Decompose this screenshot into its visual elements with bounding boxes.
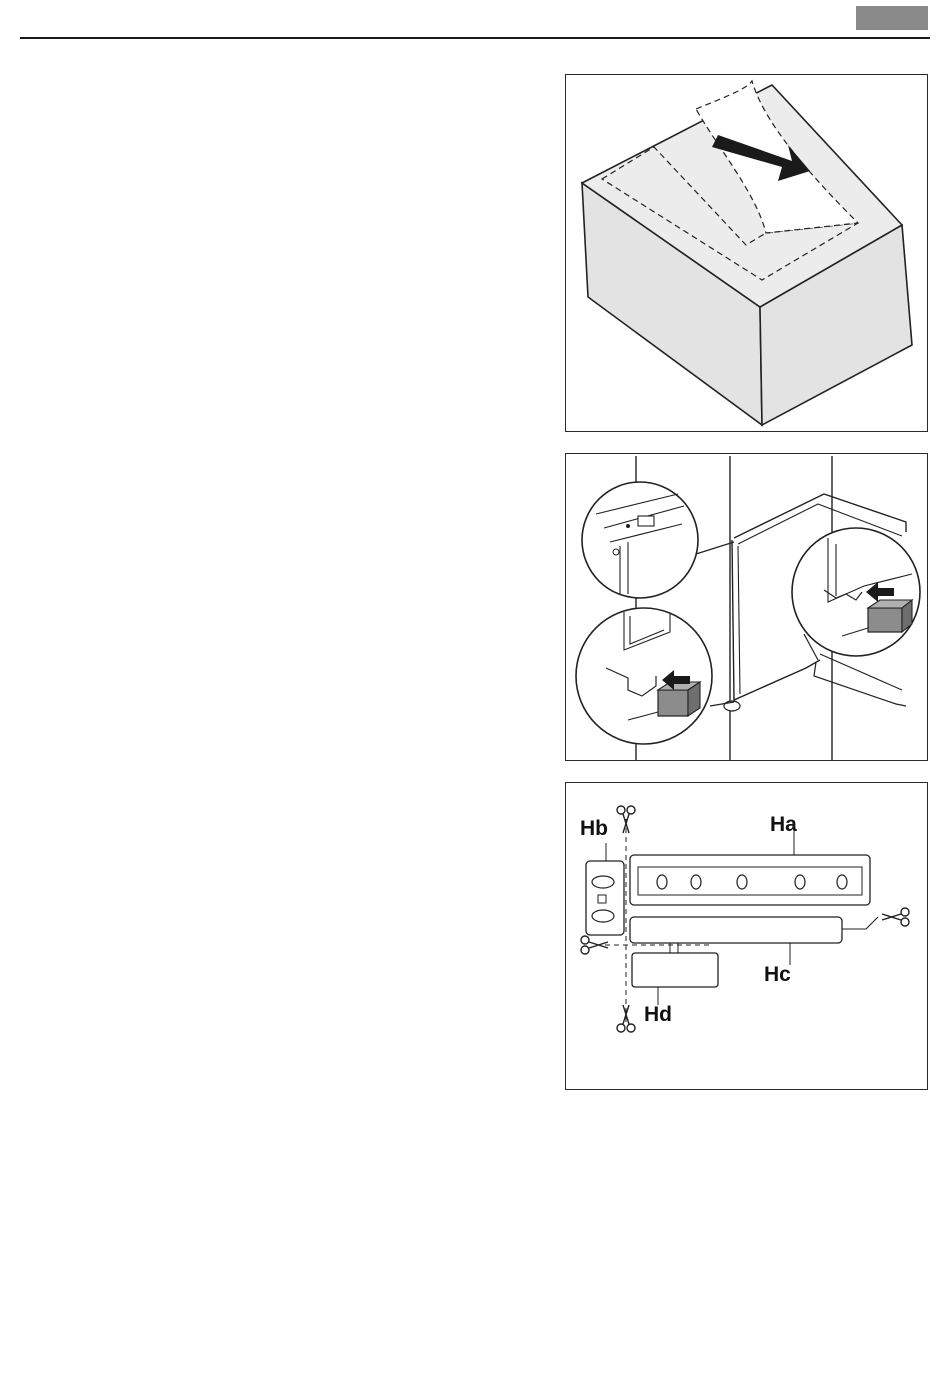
illustration-trim-covers: Hb Ha Hc Hd bbox=[566, 783, 929, 1091]
detail-circle-right bbox=[792, 528, 920, 660]
label-ha: Ha bbox=[770, 813, 797, 836]
figure-trim-cutting: Hb Ha Hc Hd bbox=[565, 782, 928, 1090]
detail-circle-top-left bbox=[582, 482, 734, 598]
part-hb bbox=[586, 861, 624, 935]
section-tab bbox=[856, 6, 928, 30]
spacer-block bbox=[868, 608, 902, 632]
scissors-icon bbox=[882, 908, 909, 926]
detail-circle-bottom-left bbox=[576, 608, 734, 744]
figure-spacer-blocks bbox=[565, 453, 928, 761]
label-hb: Hb bbox=[580, 817, 608, 840]
part-hd bbox=[632, 943, 718, 987]
scissors-icon bbox=[581, 936, 608, 954]
illustration-hinge-spacers bbox=[566, 454, 929, 762]
part-ha bbox=[630, 855, 870, 905]
part-hc bbox=[630, 917, 878, 943]
illustration-cabinet-film bbox=[566, 75, 929, 433]
label-hc: Hc bbox=[764, 963, 791, 986]
header-rule bbox=[20, 37, 930, 39]
label-hd: Hd bbox=[644, 1003, 672, 1026]
spacer-block bbox=[658, 690, 688, 716]
figure-cover-removal bbox=[565, 74, 928, 432]
